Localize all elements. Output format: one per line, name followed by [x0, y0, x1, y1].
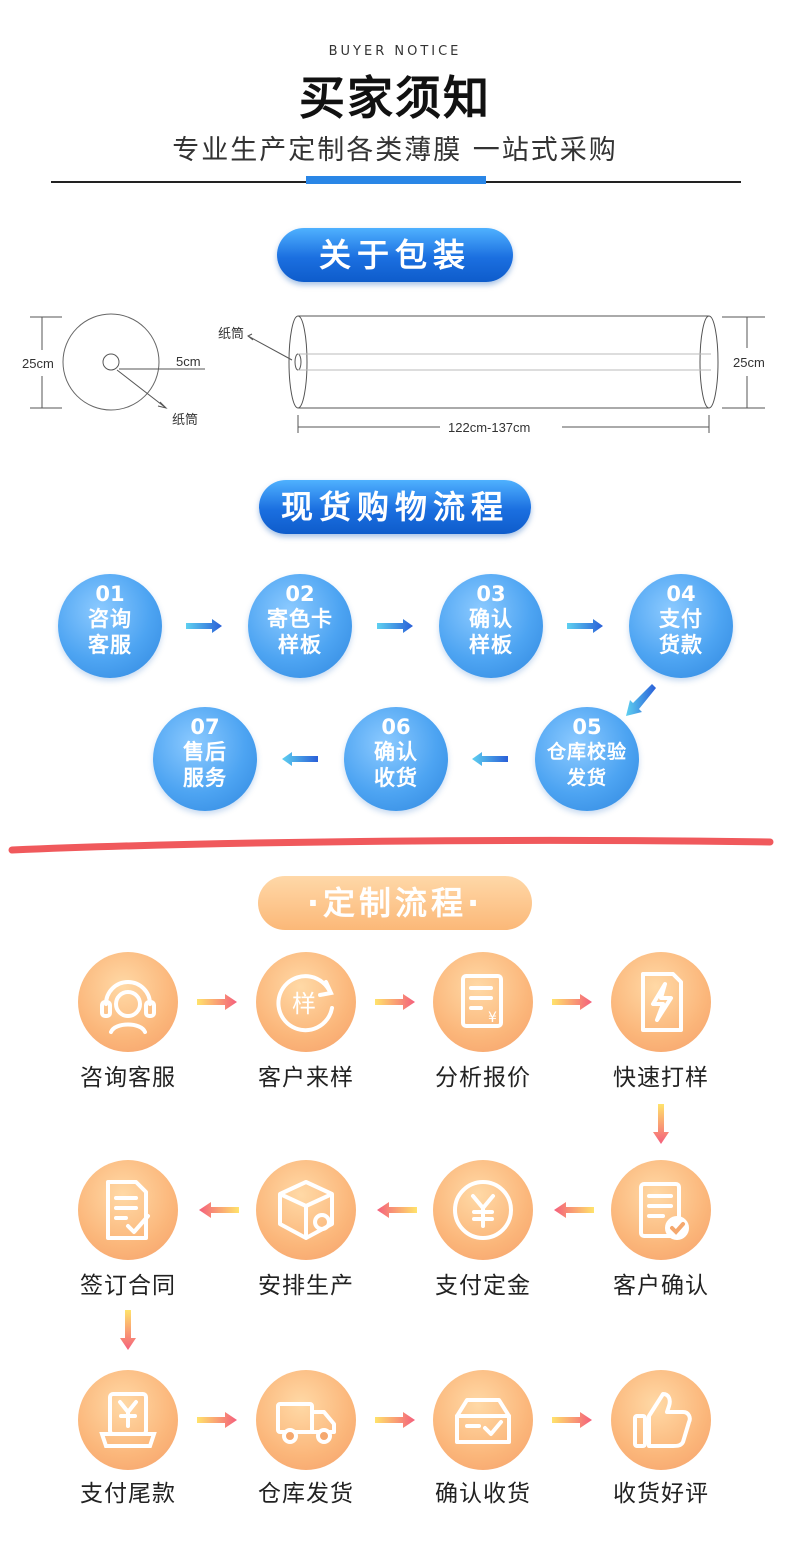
step-label: 确认 收货	[374, 740, 418, 790]
arrow-right-icon	[375, 994, 415, 1010]
arrow-right-icon	[375, 1412, 415, 1428]
lightning-doc-icon	[611, 952, 711, 1052]
diameter-left-label: 25cm	[22, 356, 54, 371]
section-title-stock-process: 现货购物流程	[259, 480, 531, 534]
section-title-custom-process: ·定制流程·	[258, 876, 532, 930]
stock-step-02: 02 寄色卡 样板	[248, 574, 352, 678]
step-label: 支付 货款	[659, 607, 703, 657]
stock-step-07: 07 售后 服务	[153, 707, 257, 811]
arrow-down-left-icon	[626, 684, 656, 716]
yen-coin-icon	[433, 1160, 533, 1260]
arrow-left-icon	[554, 1202, 594, 1218]
truck-icon	[256, 1370, 356, 1470]
core-size-label: 5cm	[176, 354, 201, 369]
step-label: 售后 服务	[183, 740, 227, 790]
received-box-icon	[433, 1370, 533, 1470]
step-label-prototype: 快速打样	[613, 1065, 709, 1091]
step-label-quote: 分析报价	[435, 1065, 531, 1091]
red-divider	[8, 836, 774, 854]
signed-doc-icon	[78, 1160, 178, 1260]
step-label: 确认 样板	[469, 607, 513, 657]
page-title: 买家须知	[299, 71, 491, 125]
sample-glyph: 样	[292, 990, 316, 1018]
step-number: 05	[572, 715, 602, 739]
stock-step-03: 03 确认 样板	[439, 574, 543, 678]
step-label-deposit: 支付定金	[435, 1273, 531, 1299]
arrow-down-icon	[653, 1104, 669, 1144]
arrow-right-icon	[552, 994, 592, 1010]
step-label: 咨询 客服	[88, 607, 132, 657]
box-gear-icon	[256, 1160, 356, 1260]
step-label-contract: 签订合同	[80, 1273, 176, 1299]
step-number: 01	[95, 582, 125, 606]
stock-step-01: 01 咨询 客服	[58, 574, 162, 678]
core-label-side: 纸筒	[218, 326, 244, 342]
sample-cycle-icon: 样	[256, 952, 356, 1052]
step-label-ship: 仓库发货	[258, 1481, 354, 1507]
stock-step-05: 05 仓库校验 发货	[535, 707, 639, 811]
arrow-down-icon	[120, 1310, 136, 1350]
step-number: 02	[285, 582, 315, 606]
step-label-production: 安排生产	[258, 1273, 354, 1299]
yen-glyph: ¥	[488, 1010, 497, 1026]
eyebrow-text: BUYER NOTICE	[328, 44, 462, 59]
arrow-right-icon	[197, 994, 237, 1010]
step-label-sample: 客户来样	[258, 1065, 354, 1091]
arrow-left-icon	[199, 1202, 239, 1218]
headset-icon	[78, 952, 178, 1052]
stock-step-04: 04 支付 货款	[629, 574, 733, 678]
arrow-right-icon	[567, 619, 603, 633]
step-label: 寄色卡 样板	[267, 607, 333, 657]
checked-doc-icon	[611, 1160, 711, 1260]
arrow-right-icon	[186, 619, 222, 633]
step-number: 03	[476, 582, 506, 606]
step-number: 04	[666, 582, 696, 606]
header-divider-accent	[306, 176, 486, 184]
section-title-packaging: 关于包装	[277, 228, 513, 282]
length-label: 122cm-137cm	[448, 420, 530, 435]
step-label-receive: 确认收货	[435, 1481, 531, 1507]
arrow-left-icon	[472, 752, 508, 766]
step-number: 07	[190, 715, 220, 739]
arrow-left-icon	[282, 752, 318, 766]
page-subtitle: 专业生产定制各类薄膜 一站式采购	[172, 135, 618, 166]
arrow-right-icon	[552, 1412, 592, 1428]
arrow-right-icon	[197, 1412, 237, 1428]
step-label: 仓库校验 发货	[546, 741, 627, 789]
step-label-consult: 咨询客服	[80, 1065, 176, 1091]
arrow-right-icon	[377, 619, 413, 633]
thumbs-up-icon	[611, 1370, 711, 1470]
core-label-bottom: 纸筒	[172, 412, 198, 428]
step-label-confirm: 客户确认	[613, 1273, 709, 1299]
step-label-review: 收货好评	[613, 1481, 709, 1507]
step-label-final-payment: 支付尾款	[80, 1481, 176, 1507]
arrow-left-icon	[377, 1202, 417, 1218]
quote-doc-icon: ¥	[433, 952, 533, 1052]
step-number: 06	[381, 715, 411, 739]
stock-step-06: 06 确认 收货	[344, 707, 448, 811]
yen-tray-icon	[78, 1370, 178, 1470]
packaging-diagram: 25cm 5cm 纸筒 纸筒 122cm-137cm 25cm	[22, 313, 765, 435]
diameter-right-label: 25cm	[733, 355, 765, 370]
